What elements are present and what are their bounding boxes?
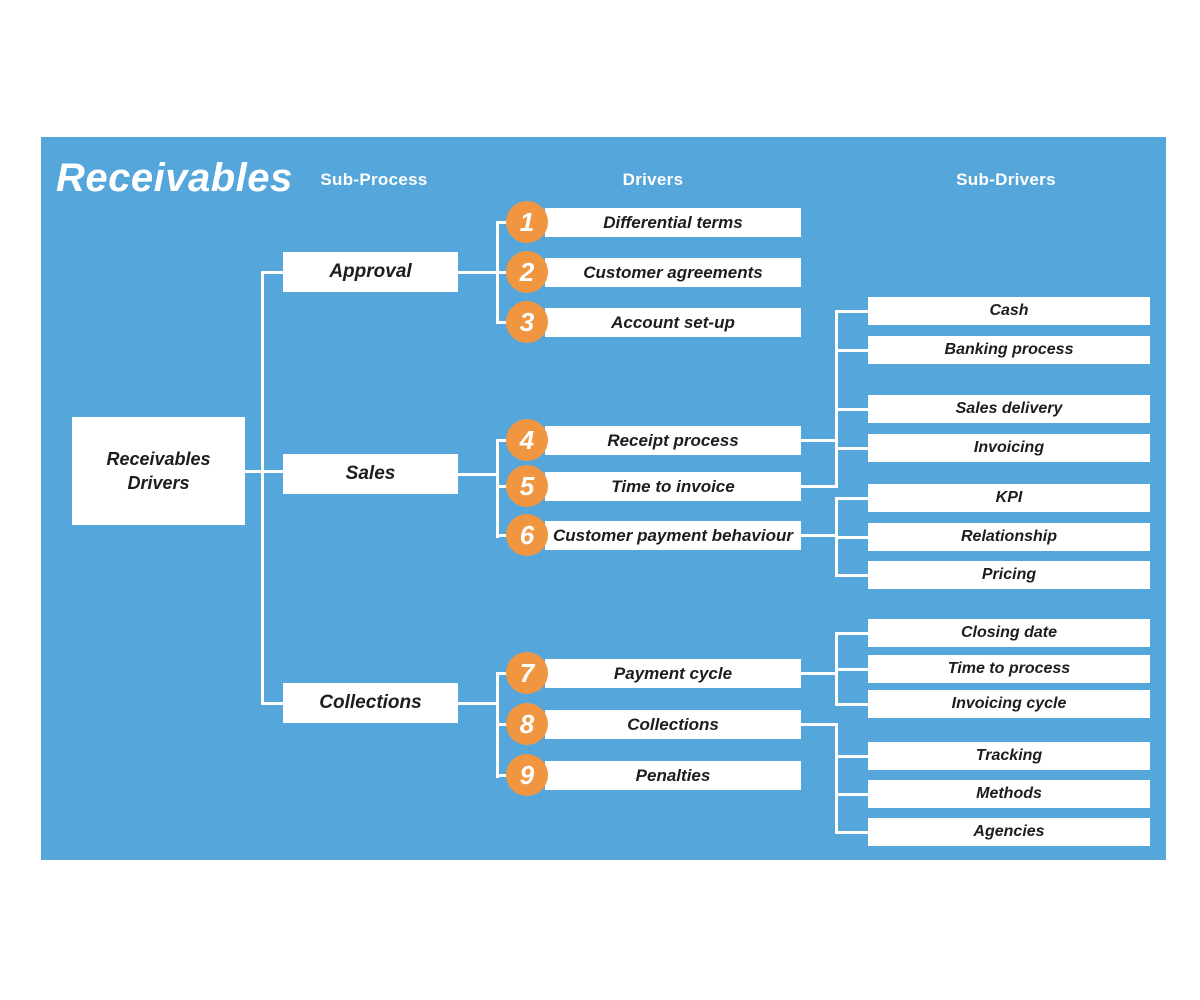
connector-line: [801, 439, 838, 442]
column-header-drivers: Drivers: [622, 170, 684, 189]
sub-driver-node: Methods: [868, 780, 1150, 808]
connector-line: [835, 668, 868, 671]
driver-node: Receipt process: [545, 426, 801, 455]
connector-line: [261, 702, 283, 705]
driver-node: Customer payment behaviour: [545, 521, 801, 550]
sub-driver-node: Pricing: [868, 561, 1150, 589]
connector-line: [496, 439, 499, 538]
driver-number-badge: 8: [506, 703, 548, 745]
sub-driver-node: Tracking: [868, 742, 1150, 770]
column-header-sub-drivers: Sub-Drivers: [956, 170, 1056, 189]
connector-line: [835, 831, 868, 834]
connector-line: [835, 349, 868, 352]
page-title: Receivables: [56, 156, 293, 200]
connector-line: [835, 497, 868, 500]
driver-node: Account set-up: [545, 308, 801, 337]
connector-line: [458, 271, 516, 274]
driver-node: Penalties: [545, 761, 801, 790]
column-header-sub-process: Sub-Process: [320, 170, 428, 189]
connector-line: [835, 536, 868, 539]
connector-line: [801, 485, 838, 488]
sub-driver-node: Invoicing: [868, 434, 1150, 462]
connector-line: [261, 271, 264, 705]
connector-line: [801, 672, 838, 675]
connector-line: [801, 723, 838, 726]
sub-driver-node: KPI: [868, 484, 1150, 512]
driver-node: Customer agreements: [545, 258, 801, 287]
connector-line: [261, 271, 283, 274]
driver-number-badge: 2: [506, 251, 548, 293]
sub-driver-node: Relationship: [868, 523, 1150, 551]
connector-line: [835, 574, 868, 577]
sub-driver-node: Cash: [868, 297, 1150, 325]
driver-number-badge: 3: [506, 301, 548, 343]
connector-line: [835, 632, 868, 635]
sub-driver-node: Time to process: [868, 655, 1150, 683]
connector-line: [801, 534, 838, 537]
driver-number-badge: 1: [506, 201, 548, 243]
driver-number-badge: 5: [506, 465, 548, 507]
connector-line: [458, 473, 499, 476]
driver-number-badge: 6: [506, 514, 548, 556]
sub-driver-node: Closing date: [868, 619, 1150, 647]
driver-number-badge: 9: [506, 754, 548, 796]
driver-node: Differential terms: [545, 208, 801, 237]
driver-node: Collections: [545, 710, 801, 739]
connector-line: [835, 793, 868, 796]
sub-driver-node: Agencies: [868, 818, 1150, 846]
driver-node: Time to invoice: [545, 472, 801, 501]
connector-line: [835, 703, 868, 706]
sub-driver-node: Sales delivery: [868, 395, 1150, 423]
connector-line: [835, 447, 868, 450]
connector-line: [835, 310, 838, 488]
connector-line: [245, 470, 283, 473]
connector-line: [835, 408, 868, 411]
connector-line: [835, 310, 868, 313]
driver-number-badge: 4: [506, 419, 548, 461]
connector-line: [496, 221, 499, 324]
sub-driver-node: Invoicing cycle: [868, 690, 1150, 718]
sub-process-node-approval: Approval: [283, 252, 458, 292]
connector-line: [835, 755, 868, 758]
driver-number-badge: 7: [506, 652, 548, 694]
root-node-receivables-drivers: Receivables Drivers: [72, 417, 245, 525]
sub-process-node-collections: Collections: [283, 683, 458, 723]
connector-line: [835, 723, 838, 834]
sub-process-node-sales: Sales: [283, 454, 458, 494]
sub-driver-node: Banking process: [868, 336, 1150, 364]
driver-node: Payment cycle: [545, 659, 801, 688]
connector-line: [458, 702, 499, 705]
